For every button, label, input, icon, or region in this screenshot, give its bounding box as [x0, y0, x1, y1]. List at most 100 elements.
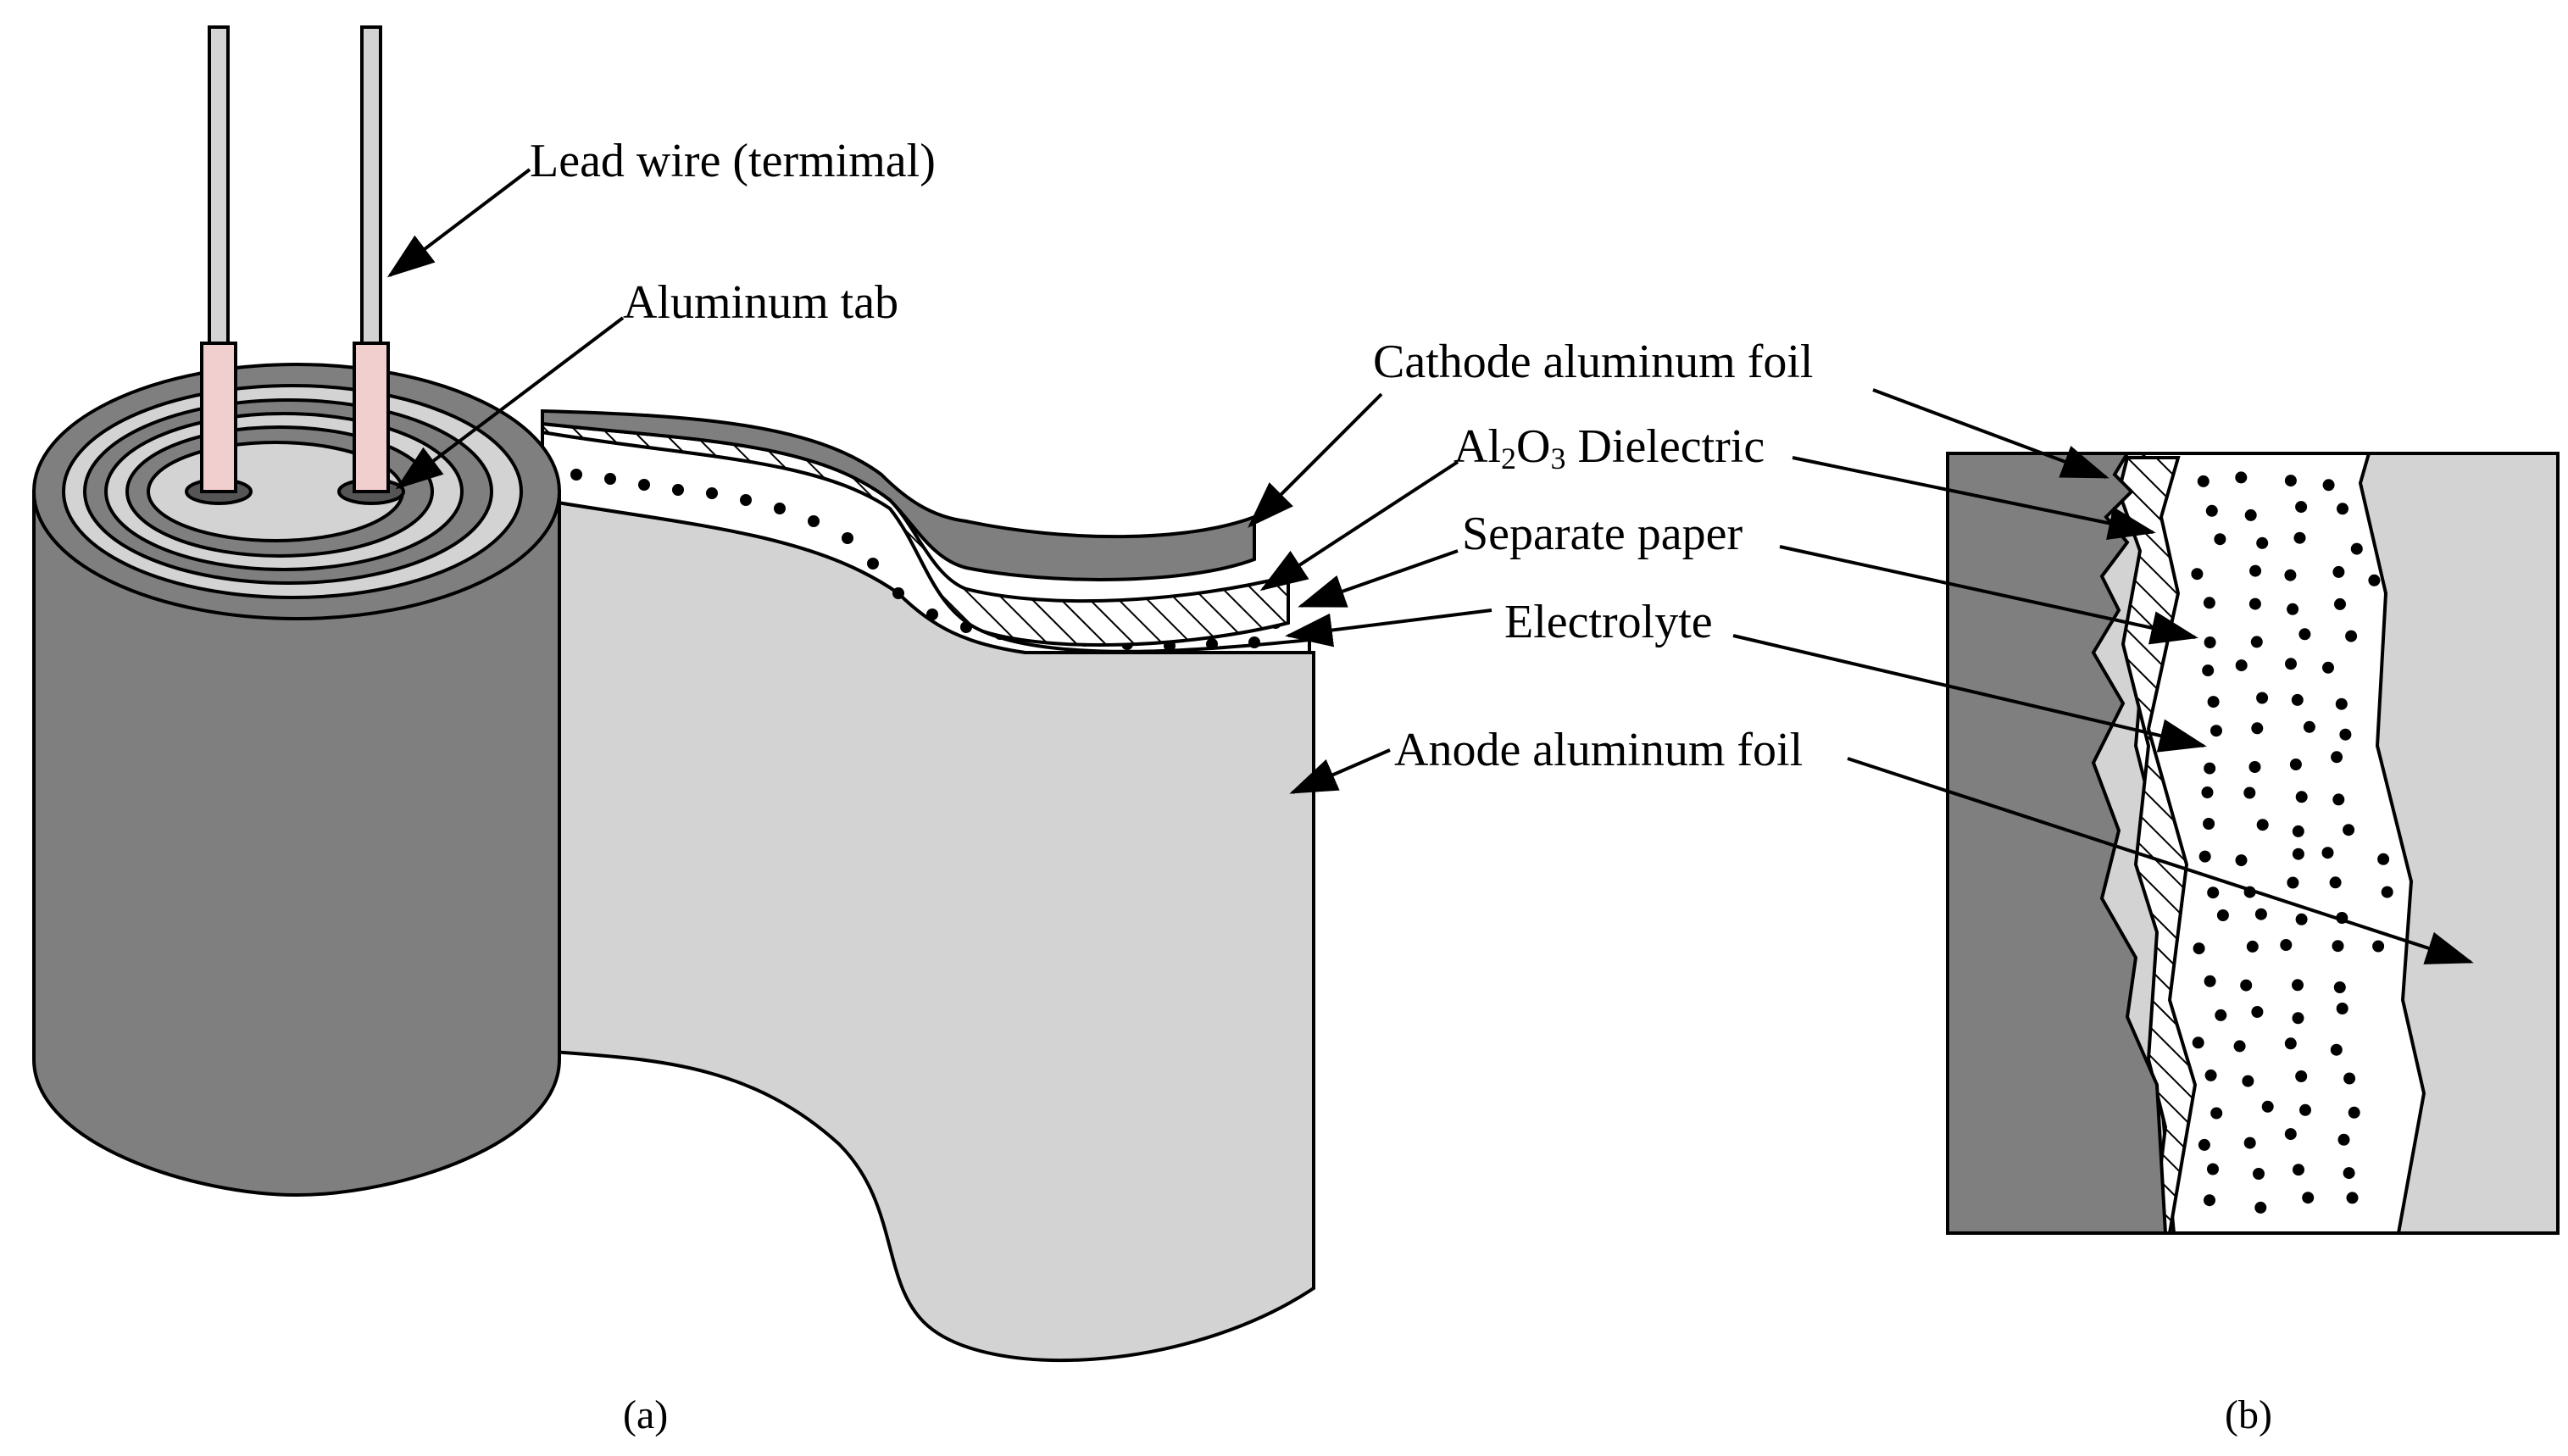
electrolyte-dot — [2343, 1072, 2356, 1085]
electrolyte-dot — [2331, 751, 2343, 764]
electrolyte-dot — [2293, 531, 2306, 544]
electrolyte-dot — [2295, 913, 2308, 925]
cathode-foil-strip — [541, 408, 1256, 581]
electrolyte-dot — [2210, 1107, 2223, 1120]
electrolyte-dot — [2321, 847, 2334, 859]
electrolyte-dot — [2284, 1128, 2297, 1141]
electrolyte-dot — [2242, 1075, 2254, 1087]
electrolyte-dot — [2207, 1163, 2219, 1175]
electrolyte-dot — [2204, 1069, 2217, 1081]
terminal-right — [337, 25, 405, 505]
lead-wire-right — [360, 25, 382, 345]
tab-sleeve-right — [353, 342, 390, 493]
electrolyte-dot — [2303, 720, 2315, 733]
electrolyte-dot — [2284, 569, 2297, 581]
electrolyte-dot — [2372, 940, 2385, 953]
dielectric-sub-2: 2 — [1501, 442, 1516, 475]
electrolyte-dot — [2292, 825, 2304, 837]
arrow-lead-wire — [386, 168, 531, 278]
electrolyte-dot — [2335, 697, 2348, 710]
electrolyte-dot — [2256, 819, 2269, 831]
electrolyte-dot — [2201, 786, 2214, 798]
arrow-dielectric-b — [1792, 456, 2156, 541]
electrolyte-dot — [2368, 574, 2381, 586]
electrolyte-dot — [2284, 475, 2297, 487]
electrolyte-dot — [2204, 762, 2216, 775]
electrolyte-dot — [2204, 975, 2216, 987]
cross-section: (b) — [1732, 388, 2560, 1437]
electrolyte-dot — [2348, 1106, 2360, 1119]
electrolyte-dot — [2292, 979, 2304, 992]
electrolyte-dot — [2256, 536, 2269, 549]
electrolyte-dot — [2246, 940, 2259, 953]
electrolyte-dot — [2329, 876, 2342, 889]
electrolyte-dot — [2336, 1003, 2348, 1014]
wound-capacitor — [32, 25, 1315, 1363]
label-separate-paper: Separate paper — [1462, 508, 1743, 560]
electrolyte-dot — [2295, 791, 2308, 803]
tab-sleeve-left — [200, 342, 237, 493]
electrolyte-dot — [2322, 479, 2335, 492]
arrow-anode-foil-b — [1847, 757, 2474, 964]
electrolyte-dot — [2322, 661, 2334, 674]
electrolyte-dot — [2287, 603, 2299, 615]
cylinder-body — [32, 490, 561, 1198]
electrolyte-dot — [2243, 1136, 2256, 1149]
dielectric-o: O — [1516, 420, 1550, 473]
label-dielectric: Al2O3 Dielectric — [1454, 420, 1765, 475]
electrolyte-dot — [2337, 1133, 2350, 1146]
electrolyte-dot — [2285, 658, 2297, 670]
electrolyte-dot — [2214, 533, 2226, 546]
electrolyte-dot — [2343, 1167, 2355, 1180]
arrow-dielectric-a — [1259, 460, 1459, 592]
electrolyte-dot — [2248, 597, 2261, 610]
cathode-region — [1946, 452, 2168, 1235]
electrolyte-dot — [2280, 939, 2293, 951]
electrolyte-dot — [2204, 636, 2216, 648]
electrolyte-dot — [2216, 909, 2229, 921]
labels-a: Lead wire (termimal) Aluminum tab Cathod… — [386, 135, 1813, 1437]
dielectric-al: Al — [1454, 420, 1501, 473]
label-cathode-foil: Cathode aluminum foil — [1373, 336, 1813, 388]
electrolyte-dot — [2204, 1194, 2215, 1207]
label-aluminum-tab: Aluminum tab — [623, 276, 898, 329]
electrolyte-dot — [2243, 786, 2256, 799]
arrow-cathode-foil-b — [1872, 388, 2109, 479]
electrolyte-dot — [2235, 659, 2248, 672]
arrow-separate-paper-a — [1298, 549, 1459, 608]
electrolyte-dot — [2289, 759, 2302, 770]
electrolyte-dot — [2339, 728, 2352, 741]
electrolyte-dot — [2293, 1164, 2304, 1176]
electrolyte-dot — [2261, 1100, 2274, 1113]
electrolyte-dot — [2249, 564, 2262, 577]
electrolyte-dot — [2215, 1009, 2227, 1021]
electrolyte-dot — [2207, 696, 2220, 709]
electrolyte-dot — [2381, 886, 2393, 898]
electrolyte-dot — [2205, 504, 2218, 517]
electrolyte-dot — [2203, 818, 2215, 830]
electrolyte-dot — [2334, 597, 2346, 610]
electrolyte-dot — [2345, 630, 2358, 642]
electrolyte-dot — [2346, 1192, 2359, 1204]
electrolyte-dot — [2192, 1036, 2204, 1049]
electrolyte-dot — [2202, 664, 2215, 677]
electrolyte-dot — [2191, 568, 2204, 581]
electrolyte-dot — [2377, 853, 2390, 865]
electrolyte-dots — [2191, 471, 2393, 1214]
electrolyte-dot — [2197, 475, 2209, 487]
arrow-electrolyte-b — [1732, 634, 2207, 753]
caption-b: (b) — [2225, 1392, 2272, 1437]
arrow-electrolyte-a — [1285, 609, 1492, 647]
electrolyte-dot — [2330, 1043, 2343, 1056]
terminal-left — [185, 25, 253, 505]
electrolyte-dot — [2248, 761, 2261, 773]
label-lead-wire: Lead wire (termimal) — [530, 135, 936, 187]
electrolyte-dot — [2254, 908, 2267, 920]
electrolyte-dot — [2207, 886, 2220, 899]
electrolyte-dot — [2233, 1040, 2246, 1053]
electrolyte-dot — [2256, 692, 2269, 704]
electrolyte-dot — [2251, 722, 2264, 735]
electrolyte-dot — [2332, 565, 2345, 578]
